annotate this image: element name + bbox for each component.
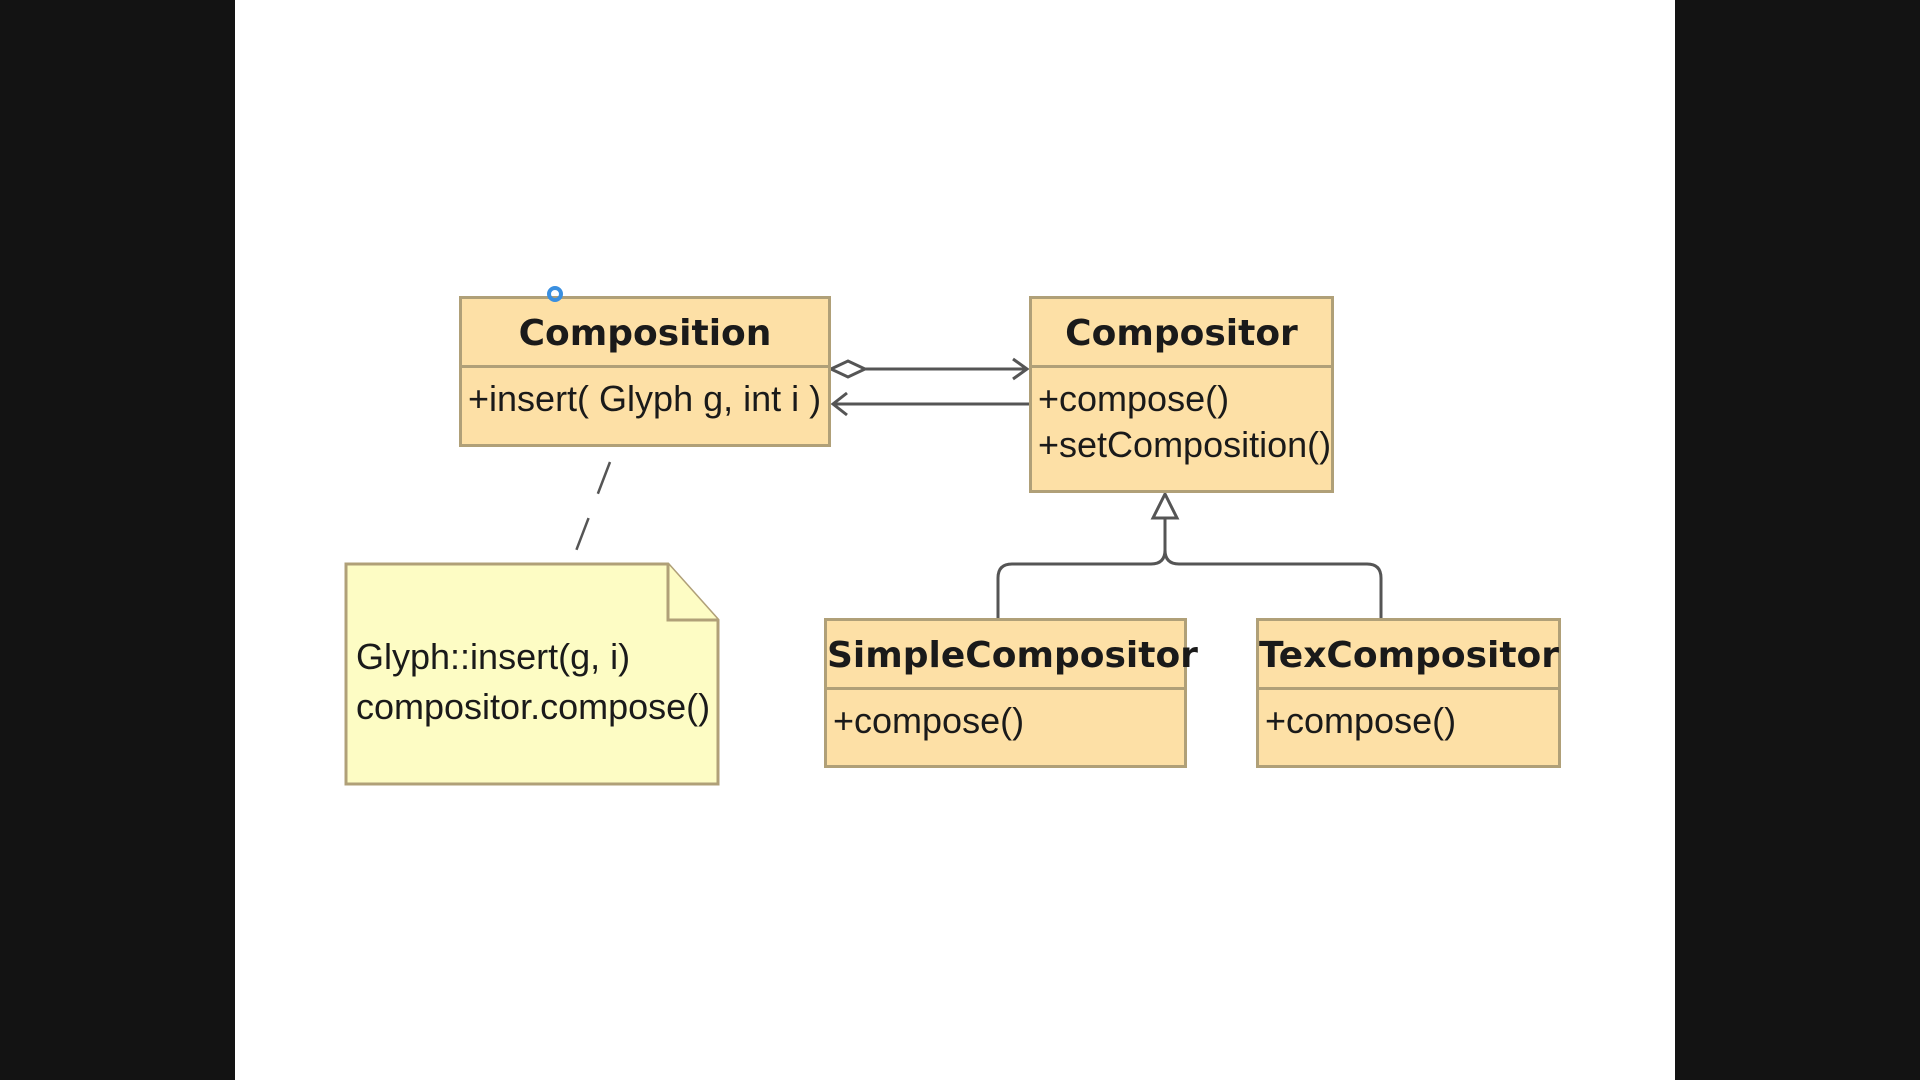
- note-body: [344, 562, 720, 786]
- class-compositor-operations: +compose() +setComposition(): [1032, 368, 1331, 468]
- generalization: [996, 490, 1383, 620]
- inheritance-branch-left: [996, 518, 1167, 620]
- class-composition-operations: +insert( Glyph g, int i ): [462, 368, 828, 422]
- inheritance-branch-right: [1163, 518, 1383, 620]
- inheritance-triangle: [1150, 490, 1180, 520]
- diagram-canvas: Compositor --> Composition -->: [235, 0, 1675, 1080]
- reference-association: [830, 391, 1029, 417]
- left-black-bar: [0, 0, 235, 1080]
- note-fold: [666, 564, 718, 622]
- aggregation-association: [827, 357, 1030, 381]
- operation-compose: +compose(): [833, 700, 1025, 741]
- connectors-layer: Compositor --> Composition -->: [344, 357, 1383, 786]
- note[interactable]: Glyph::insert(g, i) compositor.compose(): [346, 564, 718, 784]
- class-tex-compositor-name: TexCompositor: [1259, 621, 1559, 690]
- class-simple-compositor[interactable]: SimpleCompositor +compose(): [824, 618, 1198, 768]
- class-composition-name: Composition: [462, 299, 828, 368]
- class-simple-compositor-name: SimpleCompositor: [827, 621, 1198, 690]
- reference-arrowhead: [830, 391, 848, 417]
- class-simple-compositor-operations: +compose(): [827, 690, 1184, 744]
- class-tex-compositor-operations: +compose(): [1259, 690, 1558, 744]
- note-text: Glyph::insert(g, i) compositor.compose(): [356, 632, 710, 732]
- operation-compose: +compose(): [1265, 700, 1457, 741]
- operation-insert: +insert( Glyph g, int i ): [468, 378, 822, 419]
- class-compositor-name: Compositor: [1032, 299, 1331, 368]
- note-line: Glyph::insert(g, i): [356, 636, 631, 677]
- aggregation-arrowhead: [1012, 357, 1030, 381]
- class-compositor[interactable]: Compositor +compose() +setComposition(): [1029, 296, 1334, 493]
- aggregation-diamond: [827, 359, 869, 379]
- operation-set-composition: +setComposition(): [1038, 424, 1332, 465]
- note-shape: [344, 562, 720, 786]
- note-anchor-line: [569, 461, 612, 565]
- selection-handle-icon[interactable]: [547, 286, 563, 302]
- note-line: compositor.compose(): [356, 686, 711, 727]
- right-black-bar: [1675, 0, 1920, 1080]
- class-composition[interactable]: Composition +insert( Glyph g, int i ): [459, 296, 831, 447]
- operation-compose: +compose(): [1038, 378, 1230, 419]
- class-tex-compositor[interactable]: TexCompositor +compose(): [1256, 618, 1561, 768]
